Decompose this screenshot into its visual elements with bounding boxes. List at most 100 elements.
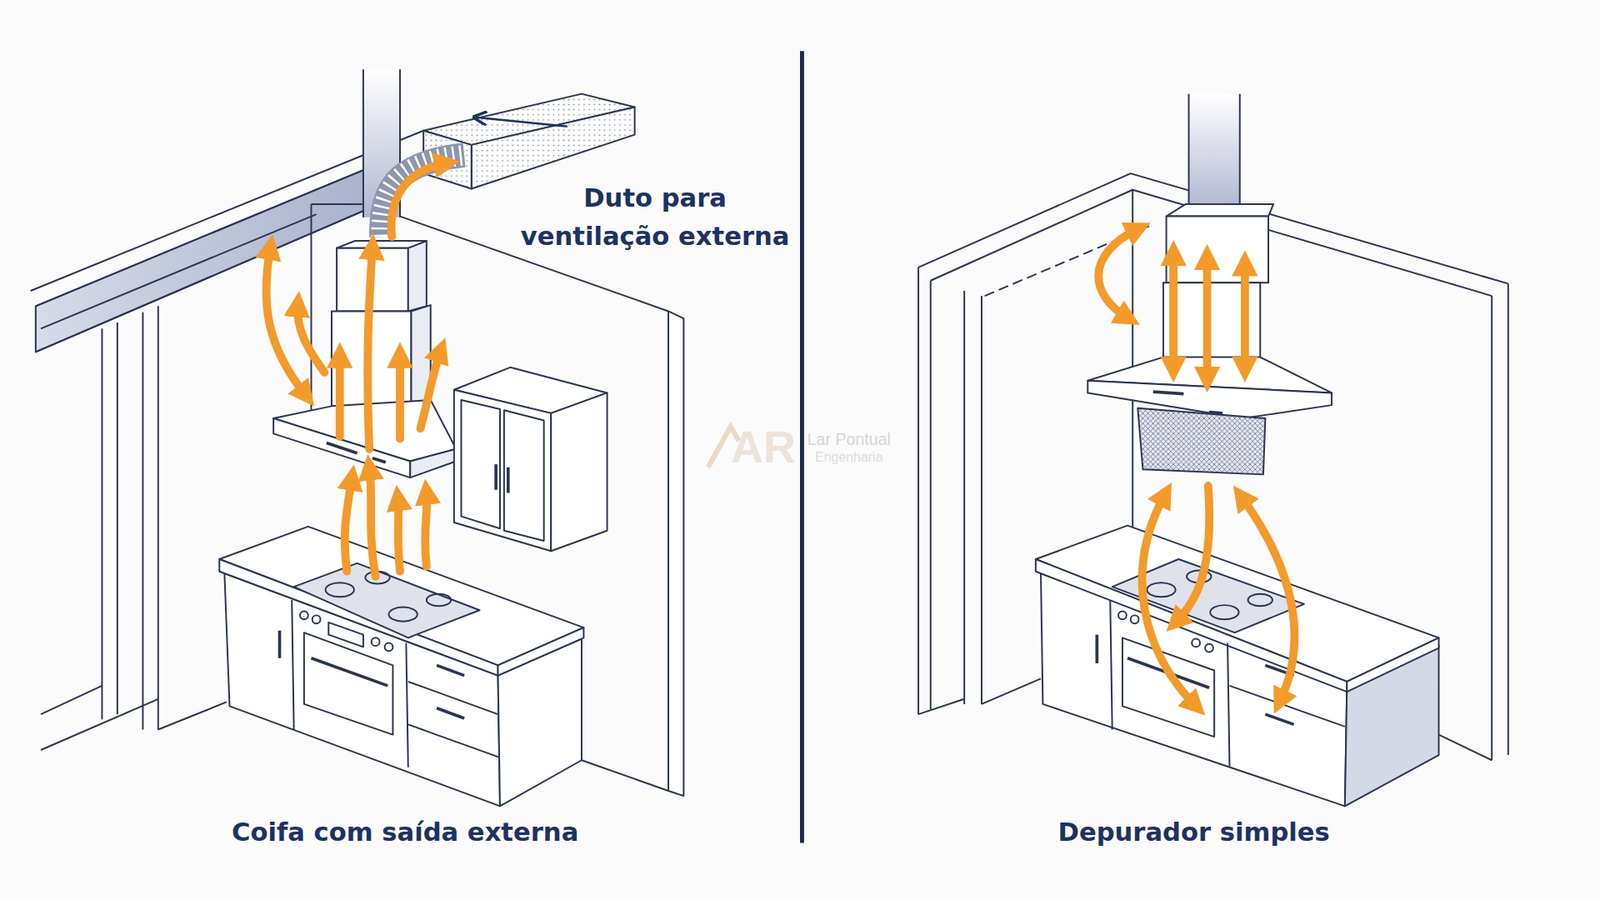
drawer-line [408, 724, 500, 757]
ceiling-line [35, 209, 368, 352]
chimney-pipe [1239, 94, 1241, 212]
ceiling-line [40, 214, 317, 329]
wall-line [930, 280, 932, 710]
drawer-handle [436, 708, 465, 719]
oven-side [1227, 642, 1230, 767]
wall-cabinet [550, 392, 607, 551]
wall-line [917, 267, 920, 715]
oven-door [304, 632, 394, 735]
airflow-arrow [1169, 253, 1178, 370]
airflow-arrow [297, 304, 325, 373]
countertop-edge [1035, 559, 1347, 692]
wall-edge [668, 310, 684, 796]
knob [1130, 615, 1140, 624]
oven-handle [310, 658, 388, 686]
floor-line [158, 701, 227, 730]
wall-corner [310, 204, 312, 419]
knob [1205, 644, 1214, 653]
airflow-arrow [420, 350, 440, 429]
knob [385, 642, 394, 651]
wall-line [310, 203, 362, 205]
floor-line [40, 699, 159, 750]
airflow-arrow [1240, 263, 1250, 370]
burner [1210, 605, 1239, 620]
cabinet-door [460, 400, 500, 529]
burner [325, 582, 355, 597]
countertop-edge [1346, 637, 1439, 692]
chimney-pipe [1188, 94, 1190, 212]
hood-chimney [408, 240, 427, 311]
cabinet-handle [1095, 635, 1099, 664]
cabinet-door [504, 410, 545, 541]
right-scene [918, 94, 1509, 807]
ceiling-line [35, 168, 368, 306]
floor-line [581, 760, 669, 791]
hood-control [326, 442, 358, 453]
cabinet-handle [494, 464, 498, 490]
hood-chimney [1166, 216, 1269, 284]
countertop-edge [498, 627, 585, 676]
chimney-pipe [362, 69, 365, 218]
carbon-filter [1137, 408, 1265, 475]
burner [426, 594, 451, 607]
wall-line [980, 295, 983, 705]
panel-divider [800, 50, 805, 843]
airflow-arrow [335, 355, 345, 437]
knob [300, 610, 309, 620]
burner [389, 607, 418, 622]
knob [1191, 639, 1200, 648]
countertop [1035, 525, 1440, 682]
watermark-text: Engenharia [815, 450, 883, 465]
wall-line [1507, 283, 1510, 755]
hood-control [372, 458, 386, 463]
drawer-handle [436, 665, 465, 675]
knob [312, 615, 321, 624]
floor-line [40, 685, 102, 715]
wall-corner [1131, 190, 1134, 531]
wall-cabinet [454, 390, 551, 551]
duct-box [471, 107, 635, 190]
burner [1146, 582, 1175, 597]
drawer-handle [1265, 714, 1294, 725]
chimney-pipe [1189, 94, 1240, 212]
knob [1118, 610, 1127, 620]
hood-chimney [1166, 204, 1275, 217]
hood-lip [410, 449, 456, 478]
airflow-arrow [395, 355, 405, 439]
hood-chimney [336, 240, 427, 249]
left-scene [30, 69, 685, 806]
cooktop [294, 563, 480, 638]
oven-side [405, 642, 408, 767]
oven-side [291, 600, 294, 730]
airflow-arrow [398, 498, 400, 572]
ceiling-beam-shade [35, 168, 368, 352]
airflow-arrow [391, 163, 448, 237]
floor-line [1439, 735, 1493, 761]
panel-caption: Coifa com saída externa [231, 817, 579, 849]
floor-line [918, 699, 965, 715]
airflow-left [265, 163, 447, 577]
drawer-line [408, 681, 499, 715]
countertop-edge [219, 559, 498, 676]
cabinet-handle [278, 630, 282, 659]
watermark-logo: AR [730, 424, 796, 470]
panel-caption: Depurador simples [1057, 817, 1330, 849]
airflow-arrow [1203, 257, 1212, 380]
airflow-arrow [367, 246, 373, 449]
oven-display [328, 622, 364, 647]
window-frame [116, 322, 119, 715]
hood-control [1209, 412, 1223, 414]
airflow-arrow [425, 491, 427, 566]
airflow-arrow [1098, 228, 1139, 319]
airflow-arrow [1175, 485, 1210, 623]
hood-lip [1087, 380, 1332, 419]
hood-control [1153, 391, 1185, 394]
floor-line [981, 678, 1041, 705]
ceiling-line [930, 190, 1492, 296]
wall-line [963, 290, 965, 705]
knob [371, 637, 380, 646]
window-frame [157, 305, 160, 730]
airflow-arrow [369, 467, 375, 577]
